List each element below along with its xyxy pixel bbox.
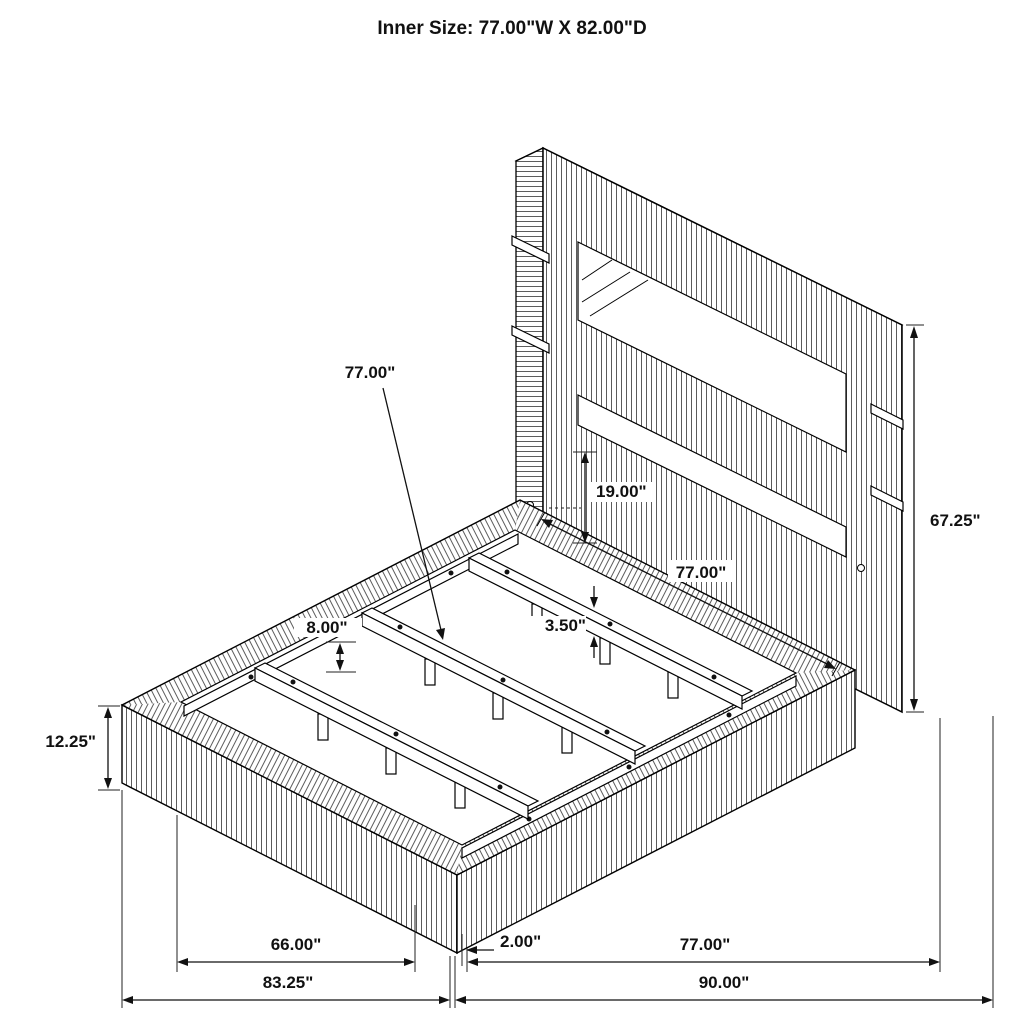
accent-slot bbox=[870, 485, 904, 512]
dim-label-overall-depth: 90.00" bbox=[699, 973, 750, 992]
dim-base-height: 12.25" bbox=[45, 705, 120, 791]
dim-label-slat-thickness: 3.50" bbox=[545, 616, 586, 635]
accent-slot bbox=[511, 235, 550, 264]
dim-inner-base-width: 66.00" bbox=[121, 790, 416, 1008]
dim-label-deck-to-panel: 19.00" bbox=[596, 482, 647, 501]
dim-label-inner-depth: 77.00" bbox=[680, 935, 731, 954]
dim-label-frame-offset: 2.00" bbox=[500, 932, 541, 951]
dim-slat-length: 77.00" bbox=[345, 363, 445, 640]
headboard-mirror-panel bbox=[577, 241, 847, 453]
dim-headboard-height: 67.25" bbox=[906, 324, 981, 713]
slat bbox=[467, 552, 754, 710]
foot-rail-top bbox=[122, 702, 462, 875]
deck-outer-edge bbox=[120, 499, 857, 876]
dim-label-base-height: 12.25" bbox=[45, 732, 96, 751]
dim-overall-width: 83.25" bbox=[122, 956, 451, 1008]
bolt-hole bbox=[857, 564, 865, 572]
bed-base bbox=[120, 499, 857, 955]
dim-slat-thickness: 3.50" bbox=[524, 586, 598, 658]
accent-slot bbox=[870, 403, 904, 430]
dim-label-rail-to-slat: 8.00" bbox=[306, 618, 347, 637]
dim-label-inner-width: 77.00" bbox=[676, 563, 727, 582]
dim-label-headboard-height: 67.25" bbox=[930, 511, 981, 530]
head-rail-top bbox=[515, 500, 855, 673]
dim-overall-depth: 90.00" bbox=[454, 716, 994, 1008]
dimensions: 67.25" 12.25" 19.00" bbox=[45, 324, 994, 1008]
dim-rail-to-slat: 8.00" bbox=[294, 618, 362, 673]
dim-inner-width: 77.00" bbox=[536, 511, 841, 677]
dim-label-inner-base-width: 66.00" bbox=[271, 935, 322, 954]
slat bbox=[360, 607, 647, 765]
accent-slot bbox=[511, 325, 550, 354]
diagram-title: Inner Size: 77.00"W X 82.00"D bbox=[377, 18, 646, 39]
right-cleat bbox=[461, 675, 797, 859]
dim-label-overall-width: 83.25" bbox=[263, 973, 314, 992]
dim-label-slat-length: 77.00" bbox=[345, 363, 396, 382]
dim-inner-depth: 77.00" bbox=[466, 718, 941, 972]
dim-frame-offset: 2.00" bbox=[461, 932, 541, 966]
headboard-lower-band bbox=[577, 394, 847, 558]
dim-deck-to-panel: 19.00" bbox=[549, 451, 656, 544]
slat bbox=[253, 662, 540, 820]
